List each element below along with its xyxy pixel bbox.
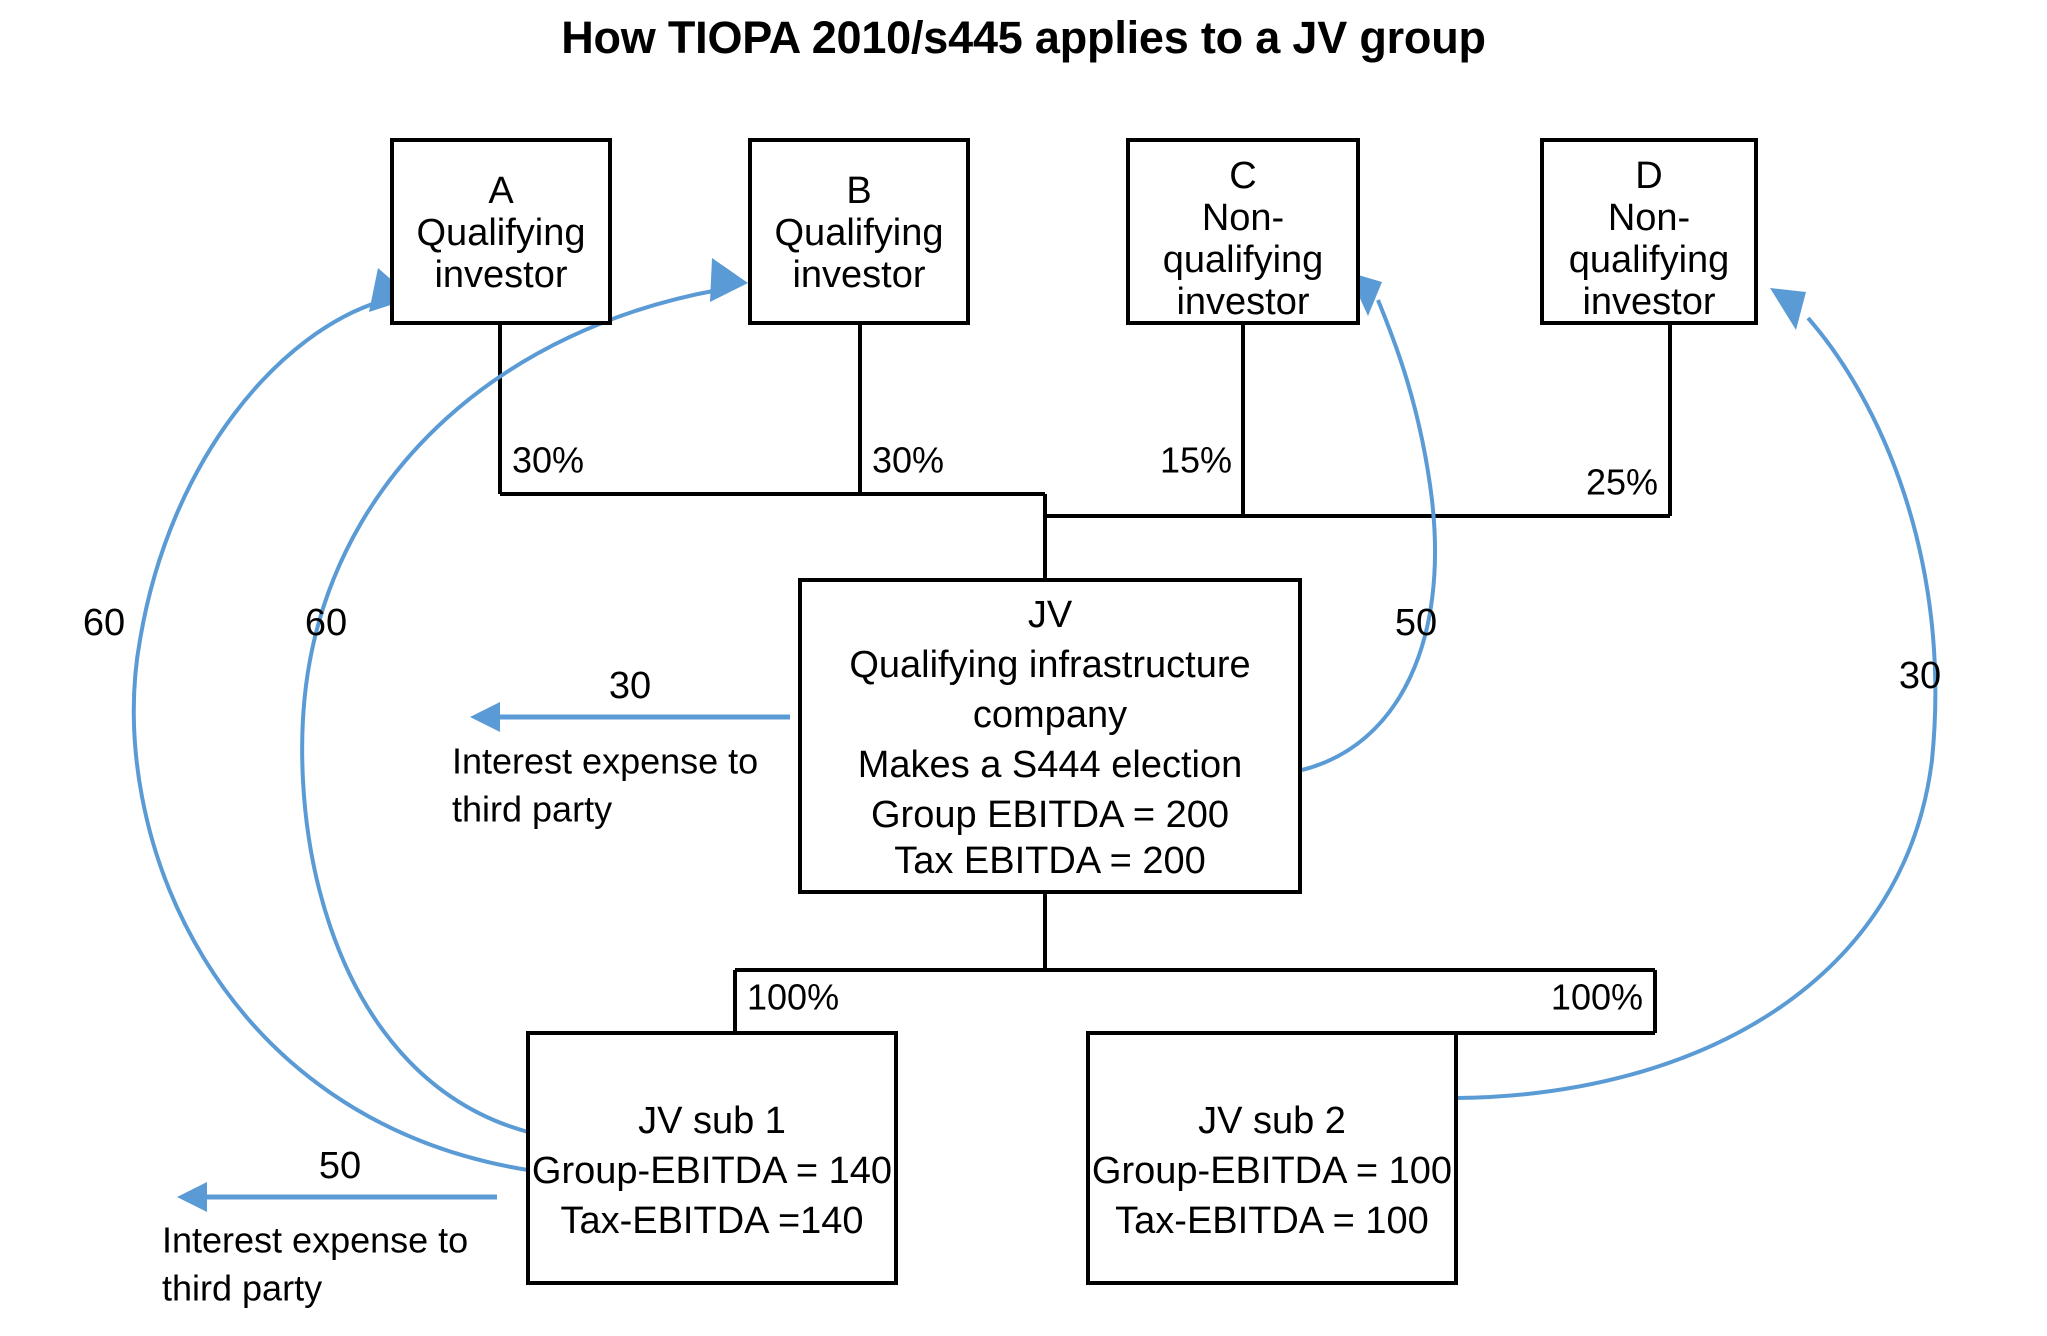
ownership-pct-a: 30%: [512, 440, 584, 481]
ownership-pct-d: 25%: [1586, 462, 1658, 503]
c-investor-box-rect: [1126, 138, 1360, 325]
flow-curve-to-c: [1301, 299, 1437, 772]
interest-expense-jv-amount: 30: [609, 665, 651, 707]
ownership-pct-sub2: 100%: [1551, 977, 1643, 1018]
a-investor-box-line-0: A: [488, 170, 514, 212]
d-investor-box-line-0: D: [1635, 155, 1662, 197]
c-investor-box-line-0: C: [1229, 155, 1256, 197]
flow-amount-to-a: 60: [83, 602, 125, 644]
a-investor-box-rect: [390, 138, 612, 325]
interest-expense-sub1-label: 50 Interest expense to third party: [162, 1145, 468, 1308]
jv-sub-1-box[interactable]: JV sub 1 Group-EBITDA = 140 Tax-EBITDA =…: [526, 1031, 898, 1285]
ownership-pct-b: 30%: [872, 440, 944, 481]
b-investor-box-line-0: B: [846, 170, 871, 212]
b-investor-box-line-2: investor: [792, 254, 925, 296]
jv-box-line-3: Makes a S444 election: [858, 744, 1242, 786]
jv-box-rect: [798, 578, 1302, 894]
flow-arrowhead-to-b: [710, 258, 748, 302]
c-investor-box-line-2: qualifying: [1163, 239, 1324, 281]
interest-expense-jv-label: 30 Interest expense to third party: [452, 665, 758, 829]
ownership-pct-c: 15%: [1160, 440, 1232, 481]
jv-sub-1-box-rect: [526, 1031, 898, 1285]
jv-box-line-0: JV: [1028, 594, 1073, 636]
a-investor-box-line-1: Qualifying: [417, 212, 586, 254]
flow-curve-to-b: [300, 288, 719, 1134]
interest-expense-sub1-line1: Interest expense to: [162, 1220, 468, 1261]
jv-sub-2-box-line-0: JV sub 2: [1198, 1100, 1346, 1142]
flow-arrowhead-to-d: [1770, 288, 1806, 330]
c-investor-box-line-1: Non-: [1202, 197, 1284, 239]
a-investor-box-line-2: investor: [434, 254, 567, 296]
jv-box[interactable]: JV Qualifying infrastructure company Mak…: [798, 578, 1302, 894]
d-investor-box[interactable]: D Non- qualifying investor: [1540, 138, 1758, 325]
page-title: How TIOPA 2010/s445 applies to a JV grou…: [561, 12, 1486, 63]
jv-sub-1-box-line-0: JV sub 1: [638, 1100, 786, 1142]
c-investor-box[interactable]: C Non- qualifying investor: [1126, 138, 1360, 325]
jv-box-line-2: company: [973, 694, 1127, 736]
ownership-percent-labels: 30% 30% 15% 25% 100% 100%: [512, 440, 1658, 1018]
d-investor-box-line-1: Non-: [1608, 197, 1690, 239]
flow-curve-to-a: [131, 298, 529, 1172]
flow-curve-to-d: [1457, 316, 1938, 1100]
third-party-interest-arrows: [177, 702, 790, 1212]
b-investor-box-line-1: Qualifying: [775, 212, 944, 254]
d-investor-box-line-2: qualifying: [1569, 239, 1730, 281]
flow-amount-to-b: 60: [305, 602, 347, 644]
jv-sub-2-box-line-2: Tax-EBITDA = 100: [1115, 1200, 1429, 1242]
interest-arrow-jv-head: [470, 702, 500, 732]
flow-amount-labels: 60 60 50 30: [83, 602, 1941, 697]
jv-sub-2-box-line-1: Group-EBITDA = 100: [1092, 1150, 1452, 1192]
flow-amount-to-c: 50: [1395, 602, 1437, 644]
ownership-pct-sub1: 100%: [747, 977, 839, 1018]
jv-sub-2-box-rect: [1086, 1031, 1458, 1285]
b-investor-box[interactable]: B Qualifying investor: [748, 138, 970, 325]
interest-expense-jv-line1: Interest expense to: [452, 741, 758, 782]
b-investor-box-rect: [748, 138, 970, 325]
interest-expense-jv-line2: third party: [452, 789, 612, 830]
c-investor-box-line-3: investor: [1176, 281, 1309, 323]
jv-sub-1-box-line-2: Tax-EBITDA =140: [560, 1200, 863, 1242]
d-investor-box-rect: [1540, 138, 1758, 325]
interest-expense-sub1-line2: third party: [162, 1268, 322, 1309]
jv-sub-1-box-line-1: Group-EBITDA = 140: [532, 1150, 892, 1192]
interest-expense-sub1-amount: 50: [319, 1145, 361, 1187]
interest-arrow-sub1-head: [177, 1182, 207, 1212]
a-investor-box[interactable]: A Qualifying investor: [390, 138, 612, 325]
jv-box-line-4: Group EBITDA = 200: [871, 794, 1229, 836]
jv-sub-2-box[interactable]: JV sub 2 Group-EBITDA = 100 Tax-EBITDA =…: [1086, 1031, 1458, 1285]
ownership-connectors: [498, 323, 1672, 1035]
flow-amount-to-d: 30: [1899, 655, 1941, 697]
d-investor-box-line-3: investor: [1582, 281, 1715, 323]
jv-box-line-1: Qualifying infrastructure: [849, 644, 1250, 686]
jv-box-line-5: Tax EBITDA = 200: [894, 840, 1206, 882]
